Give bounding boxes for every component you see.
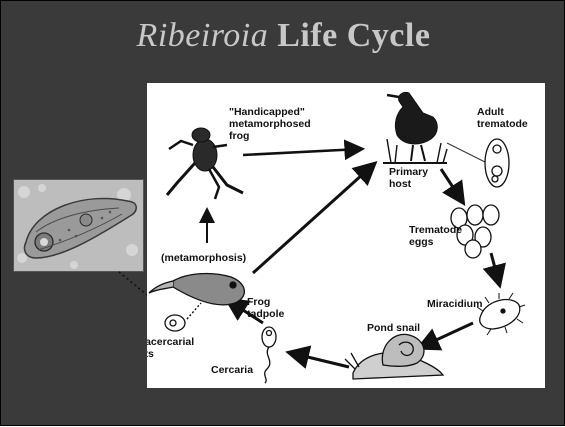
slide-title: Ribeiroia Life Cycle (1, 17, 565, 55)
life-cycle-diagram: "Handicapped" metamorphosed frog Primary… (147, 83, 545, 388)
label-handicapped-2: metamorphosed (229, 118, 311, 130)
label-miracidium: Miracidium (427, 298, 482, 310)
arrow-snail-to-cercaria (291, 353, 349, 367)
label-eggs-2: eggs (409, 236, 434, 248)
snail-icon (345, 334, 443, 379)
adult-trematode-icon (485, 139, 509, 187)
arrow-host-to-eggs (441, 169, 462, 201)
cysts-icon (165, 315, 185, 331)
cercaria-micrograph (13, 179, 144, 272)
label-tadpole-2: tadpole (247, 308, 284, 320)
arrow-eggs-to-miracidium (491, 253, 499, 283)
label-eggs-1: Trematode (409, 224, 462, 236)
title-genus: Ribeiroia (137, 17, 269, 54)
arrow-miracidium-to-snail (421, 323, 473, 347)
label-tadpole-1: Frog (247, 296, 270, 308)
miracidium-icon (477, 293, 525, 335)
label-cysts-2: cysts (147, 348, 154, 360)
label-primary-2: host (389, 178, 412, 190)
arrow-tadpole-to-host (253, 165, 373, 273)
label-snail: Pond snail (367, 322, 420, 334)
label-cysts-1: Metacercarial (147, 336, 194, 348)
link-host-to-adult (447, 143, 487, 163)
label-adult-1: Adult (477, 106, 504, 118)
label-cercaria: Cercaria (211, 364, 253, 376)
cercaria-icon (262, 327, 276, 383)
arrow-frog-to-host (243, 149, 360, 155)
label-adult-2: trematode (477, 118, 528, 130)
label-handicapped-3: frog (229, 130, 249, 142)
tadpole-icon (149, 274, 244, 305)
label-metamorphosis: (metamorphosis) (161, 252, 246, 264)
title-rest: Life Cycle (268, 17, 430, 54)
label-primary-1: Primary (389, 166, 428, 178)
link-cysts-to-tadpole (187, 303, 201, 319)
heron-icon (383, 92, 447, 163)
label-handicapped-1: "Handicapped" (229, 106, 305, 118)
